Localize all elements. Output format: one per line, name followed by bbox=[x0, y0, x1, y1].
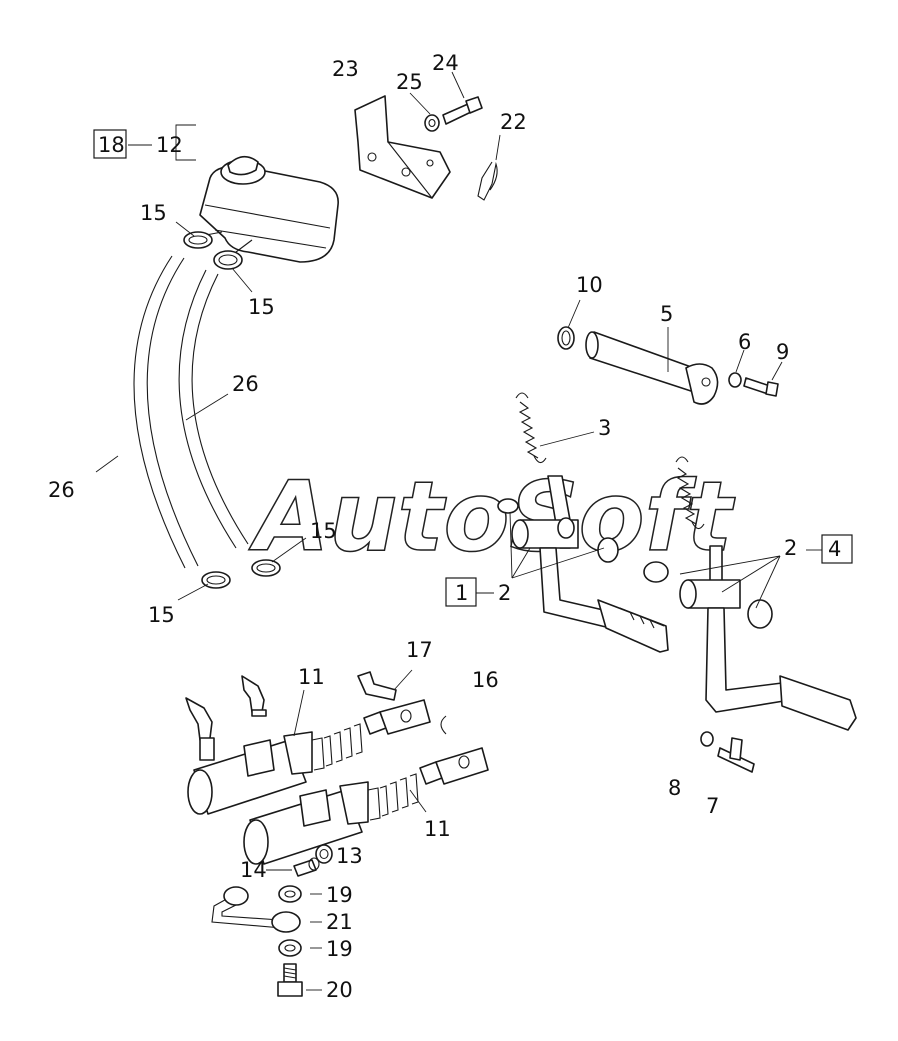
leader-lines bbox=[95, 71, 822, 991]
label-26-b: 26 bbox=[232, 372, 259, 396]
washer-25 bbox=[424, 114, 440, 132]
label-9: 9 bbox=[776, 340, 789, 364]
pin-17 bbox=[357, 671, 397, 701]
hose-clamp-top-left bbox=[183, 231, 213, 249]
label-16: 16 bbox=[472, 668, 499, 692]
reservoir-12 bbox=[189, 155, 339, 263]
label-23: 23 bbox=[332, 57, 359, 81]
bolt-9 bbox=[743, 377, 779, 397]
label-2-b: 2 bbox=[784, 536, 797, 560]
label-19-a: 19 bbox=[326, 883, 353, 907]
clip-16 bbox=[440, 715, 447, 735]
label-22: 22 bbox=[500, 110, 527, 134]
pedal-4 bbox=[643, 545, 857, 731]
label-21: 21 bbox=[326, 910, 353, 934]
label-11-b: 11 bbox=[424, 817, 451, 841]
part-labels: 23 24 25 22 18 12 15 15 10 5 6 9 26 3 26… bbox=[48, 51, 841, 1002]
label-11-a: 11 bbox=[298, 665, 325, 689]
label-13: 13 bbox=[336, 844, 363, 868]
label-25: 25 bbox=[396, 70, 423, 94]
brake-pipe-21 bbox=[211, 886, 301, 933]
label-26-a: 26 bbox=[48, 478, 75, 502]
hose-clamp-bottom-right bbox=[251, 559, 281, 577]
label-18: 18 bbox=[98, 133, 125, 157]
label-2-a: 2 bbox=[498, 581, 511, 605]
master-cylinder-upper bbox=[187, 699, 431, 815]
label-15-c: 15 bbox=[310, 519, 337, 543]
spring-3-left bbox=[515, 392, 547, 464]
bolt-24 bbox=[442, 96, 483, 125]
label-box-18 bbox=[93, 129, 127, 159]
label-19-b: 19 bbox=[326, 937, 353, 961]
label-8: 8 bbox=[668, 776, 681, 800]
bracket-23 bbox=[354, 95, 451, 199]
hose-clamp-bottom-left bbox=[201, 571, 231, 589]
banjo-bolt-20 bbox=[277, 963, 303, 997]
label-12: 12 bbox=[156, 133, 183, 157]
hose-26-left bbox=[133, 255, 199, 569]
master-cylinder-lower bbox=[243, 747, 489, 865]
pin-7 bbox=[717, 737, 755, 773]
label-20: 20 bbox=[326, 978, 353, 1002]
label-15-d: 15 bbox=[148, 603, 175, 627]
label-15-b: 15 bbox=[248, 295, 275, 319]
spring-3-right bbox=[675, 456, 705, 530]
washer-6 bbox=[728, 372, 742, 388]
washer-19-lower bbox=[278, 939, 302, 957]
fitting-left bbox=[185, 697, 215, 761]
clip-8 bbox=[700, 731, 714, 747]
label-1: 1 bbox=[455, 581, 468, 605]
label-5: 5 bbox=[660, 302, 673, 326]
label-10: 10 bbox=[576, 273, 603, 297]
label-6: 6 bbox=[738, 330, 751, 354]
hose-26-right bbox=[178, 269, 249, 549]
washer-19-upper bbox=[278, 885, 302, 903]
circlip-10 bbox=[557, 326, 575, 350]
label-box-4 bbox=[821, 534, 853, 564]
label-15-a: 15 bbox=[140, 201, 167, 225]
fitting-right bbox=[241, 675, 267, 717]
bolt-14 bbox=[293, 857, 320, 877]
hose-clamp-top-right bbox=[213, 250, 243, 270]
watermark-text: AutoSoft bbox=[248, 461, 735, 573]
label-24: 24 bbox=[432, 51, 459, 75]
pedal-1 bbox=[497, 475, 669, 653]
pivot-shaft-5 bbox=[585, 331, 719, 405]
label-4: 4 bbox=[828, 537, 841, 561]
label-7: 7 bbox=[706, 794, 719, 818]
washer-13 bbox=[315, 844, 333, 864]
label-3: 3 bbox=[598, 416, 611, 440]
label-14: 14 bbox=[240, 858, 267, 882]
clip-22 bbox=[477, 161, 498, 201]
label-box-1 bbox=[445, 577, 477, 607]
label-17: 17 bbox=[406, 638, 433, 662]
